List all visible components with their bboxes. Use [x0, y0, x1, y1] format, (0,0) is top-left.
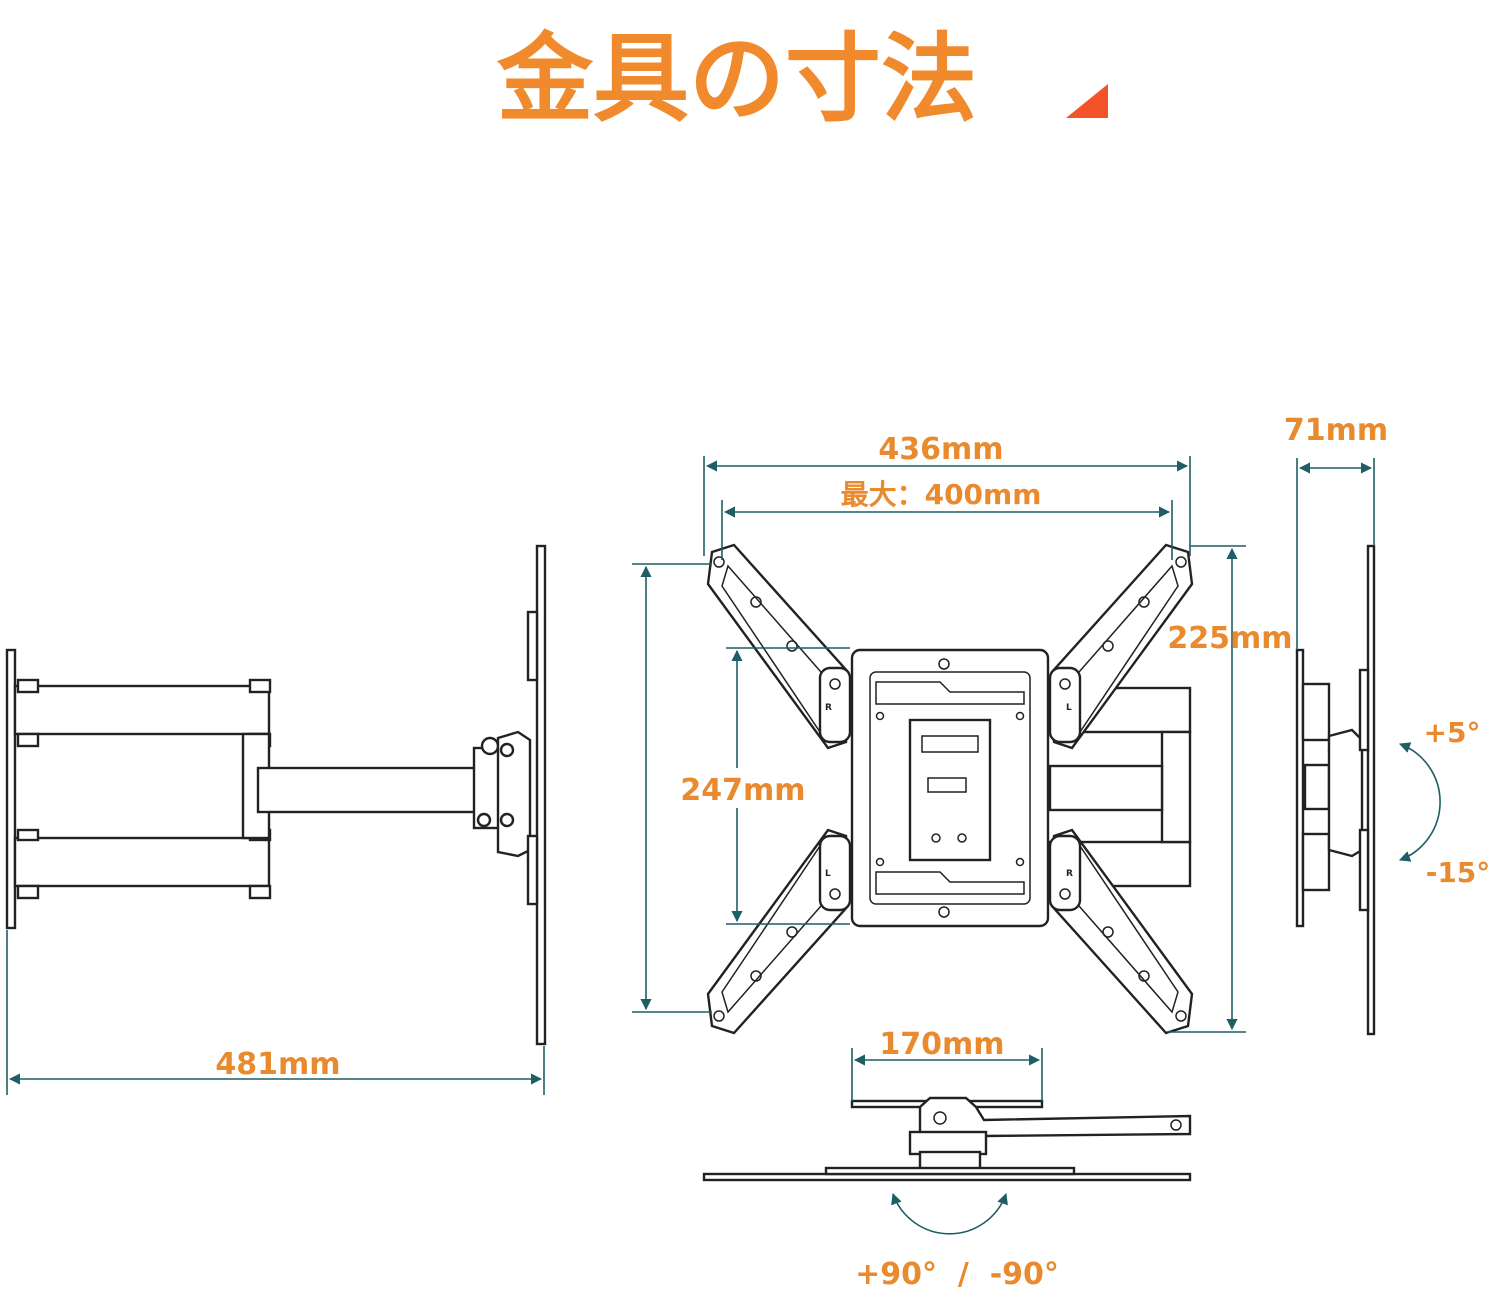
bracket-mark-bottom-left: L: [825, 869, 831, 879]
inner-height-label: 247mm: [680, 773, 805, 808]
bracket-mark-bottom-right: R: [1066, 869, 1073, 879]
tilt-up-label: +5°: [1424, 716, 1481, 749]
side-view-drawing: [5, 544, 547, 1046]
swivel-label: +90° / -90°: [855, 1257, 1059, 1292]
plate-width-label: 436mm: [878, 432, 1003, 467]
profile-view-drawing: [1295, 544, 1376, 1036]
label-backdrop: [676, 768, 810, 808]
front-view-drawing: [706, 543, 1194, 1035]
title-corner-mark: [1066, 84, 1108, 118]
tilt-down-label: -15°: [1426, 856, 1491, 889]
max-vesa-label: 最大：400mm: [841, 478, 1042, 511]
top-width-label: 170mm: [879, 1027, 1004, 1062]
outer-height-label: 225mm: [1167, 621, 1292, 656]
bracket-mark-top-left: R: [825, 703, 832, 713]
profile-depth-label: 71mm: [1284, 413, 1388, 448]
swivel-arc: [891, 1192, 1008, 1235]
page-title: 金具の寸法: [496, 23, 977, 135]
tilt-arc: [1398, 742, 1441, 862]
bracket-mark-top-right: L: [1066, 703, 1072, 713]
top-view-drawing: [702, 1096, 1192, 1182]
side-depth-label: 481mm: [215, 1047, 340, 1082]
